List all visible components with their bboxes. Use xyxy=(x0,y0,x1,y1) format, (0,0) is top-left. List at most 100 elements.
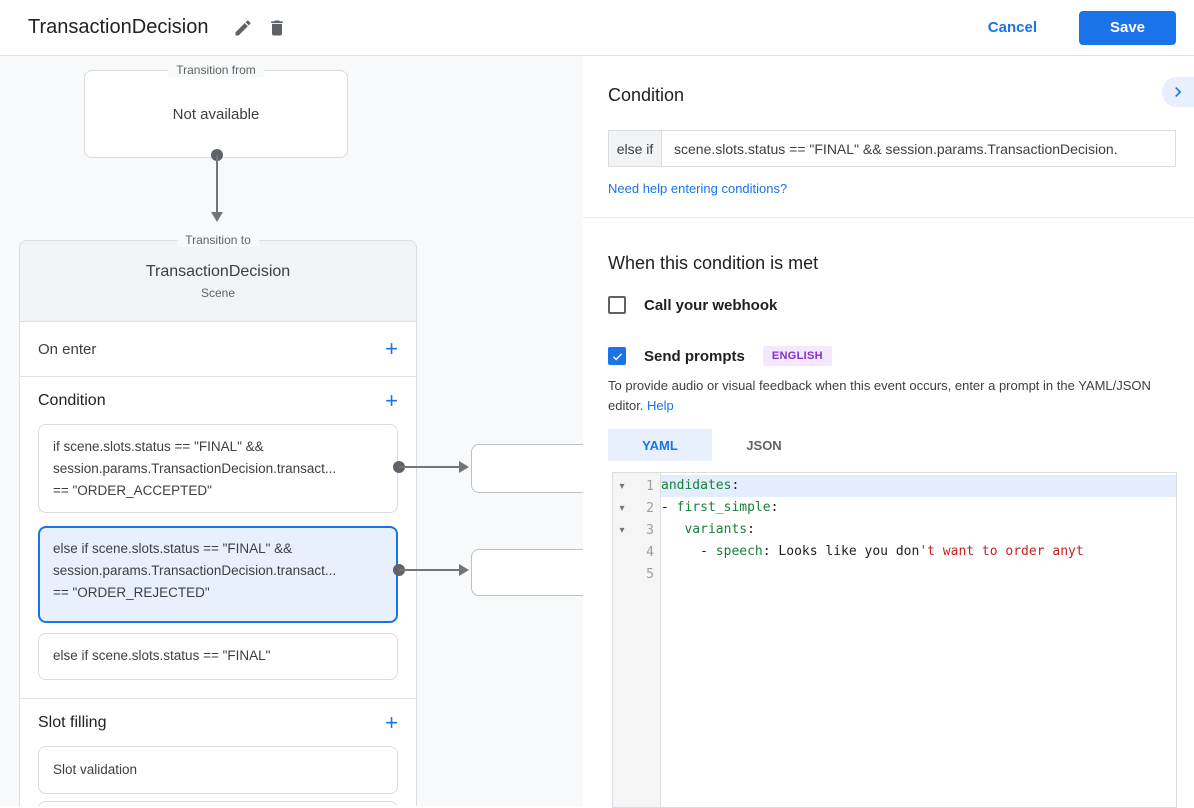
scene-name: TransactionDecision xyxy=(145,262,291,280)
add-condition-button[interactable]: + xyxy=(385,387,398,413)
cancel-button[interactable]: Cancel xyxy=(972,11,1053,44)
code-token: - xyxy=(661,500,677,515)
scene-type-label: Scene xyxy=(200,285,236,300)
condition-input-group: else if scene.slots.status == "FINAL" &&… xyxy=(608,130,1176,167)
collapse-panel-button[interactable] xyxy=(1162,77,1194,107)
code-token: 't want to order anyt xyxy=(919,544,1084,559)
add-on-enter-button[interactable]: + xyxy=(385,336,398,361)
scene-card-header[interactable]: TransactionDecision Scene xyxy=(20,241,416,321)
condition-line: else if scene.slots.status == "FINAL" && xyxy=(53,541,293,556)
code-token: variants xyxy=(684,522,748,537)
transition-from-legend: Transition from xyxy=(168,63,264,77)
slot-filling-section-header: Slot filling + xyxy=(20,698,416,746)
gutter-row[interactable]: ▾2 xyxy=(613,497,660,519)
slot-filling-label: Slot filling xyxy=(38,713,107,731)
line-number: 1 xyxy=(646,478,654,494)
add-slot-button[interactable]: + xyxy=(385,709,398,735)
divider xyxy=(583,217,1194,218)
on-enter-row[interactable]: On enter + xyxy=(20,321,416,376)
condition-expression-input[interactable]: scene.slots.status == "FINAL" && session… xyxy=(674,140,1118,157)
fold-arrow-icon[interactable]: ▾ xyxy=(619,480,625,492)
connector-line xyxy=(399,569,460,571)
condition-card-accepted[interactable]: if scene.slots.status == "FINAL" && sess… xyxy=(38,424,398,513)
edit-title-button[interactable] xyxy=(226,11,260,45)
toolbar: TransactionDecision Cancel Save xyxy=(0,0,1194,56)
when-met-heading: When this condition is met xyxy=(608,253,819,273)
send-prompts-label: Send prompts xyxy=(644,347,745,365)
condition-line: == "ORDER_ACCEPTED" xyxy=(53,483,212,498)
checkmark-icon xyxy=(612,352,622,360)
condition-section-header: Condition + xyxy=(20,376,416,424)
trash-icon xyxy=(271,20,284,35)
gutter-row[interactable]: 5 xyxy=(613,563,660,585)
fold-arrow-icon[interactable]: ▾ xyxy=(619,502,625,514)
code-area[interactable]: andidates:- first_simple: variants: - sp… xyxy=(661,473,1176,807)
condition-type-segment: else if xyxy=(609,131,662,166)
gutter-row[interactable]: 4 xyxy=(613,541,660,563)
condition-line: session.params.TransactionDecision.trans… xyxy=(53,461,337,476)
slot-validation-label: Slot validation xyxy=(53,762,138,777)
partial-card[interactable] xyxy=(38,801,398,806)
call-webhook-label: Call your webhook xyxy=(644,296,778,314)
code-token: : xyxy=(770,500,779,515)
delete-scene-button[interactable] xyxy=(260,11,294,45)
arrow-right-icon xyxy=(459,564,469,576)
prompt-hint-text: To provide audio or visual feedback when… xyxy=(608,378,1151,413)
gutter-row[interactable]: ▾3 xyxy=(613,519,660,541)
webhook-row: Call your webhook xyxy=(608,296,777,314)
line-number: 3 xyxy=(646,522,654,538)
transition-to-legend: Transition to xyxy=(177,233,259,247)
prompt-hint: To provide audio or visual feedback when… xyxy=(608,376,1163,416)
flow-canvas: Transition from Not available Transition… xyxy=(0,56,583,806)
code-token: : xyxy=(747,522,755,537)
slot-validation-card[interactable]: Slot validation xyxy=(38,746,398,794)
condition-card-final[interactable]: else if scene.slots.status == "FINAL" xyxy=(38,633,398,680)
code-line[interactable]: andidates: xyxy=(661,475,1176,497)
transition-target-box[interactable] xyxy=(471,444,583,493)
condition-line: session.params.TransactionDecision.trans… xyxy=(53,563,337,578)
transition-target-box[interactable] xyxy=(471,549,583,596)
fold-arrow-icon[interactable]: ▾ xyxy=(619,524,625,536)
arrow-down-icon xyxy=(211,212,223,222)
condition-help-link[interactable]: Need help entering conditions? xyxy=(608,181,788,196)
connector-line xyxy=(216,155,218,213)
code-line[interactable]: variants: xyxy=(661,519,1176,541)
transition-from-box: Transition from Not available xyxy=(84,63,348,158)
code-line[interactable] xyxy=(661,563,1176,585)
condition-line: == "ORDER_REJECTED" xyxy=(53,585,210,600)
line-number: 5 xyxy=(646,566,654,582)
code-token xyxy=(661,522,684,537)
condition-section-label: Condition xyxy=(38,391,106,409)
send-prompts-row: Send prompts ENGLISH xyxy=(608,346,832,366)
condition-line: else if scene.slots.status == "FINAL" xyxy=(53,648,271,663)
code-token: : xyxy=(762,544,779,559)
on-enter-label: On enter xyxy=(38,340,97,358)
code-line[interactable]: - speech: Looks like you don't want to o… xyxy=(661,541,1176,563)
transition-from-value: Not available xyxy=(172,105,260,123)
code-token: Looks like you don xyxy=(778,544,920,559)
call-webhook-checkbox[interactable] xyxy=(608,296,626,314)
gutter-row[interactable]: ▾1 xyxy=(613,475,660,497)
send-prompts-checkbox[interactable] xyxy=(608,347,626,365)
connector-line xyxy=(399,466,460,468)
panel-title: Condition xyxy=(608,85,685,105)
transition-to-card: Transition to TransactionDecision Scene … xyxy=(19,233,417,806)
line-number: 2 xyxy=(646,500,654,516)
page-title: TransactionDecision xyxy=(28,16,209,38)
tab-json[interactable]: JSON xyxy=(712,429,816,461)
code-token: andidates xyxy=(661,478,732,493)
language-badge: ENGLISH xyxy=(762,346,832,366)
code-token: - xyxy=(661,544,716,559)
condition-line: if scene.slots.status == "FINAL" && xyxy=(53,439,264,454)
condition-card-rejected[interactable]: else if scene.slots.status == "FINAL" &&… xyxy=(38,526,398,623)
tab-yaml[interactable]: YAML xyxy=(608,429,712,461)
editor-tabs: YAML JSON xyxy=(608,429,816,461)
save-button[interactable]: Save xyxy=(1079,10,1176,45)
code-line[interactable]: - first_simple: xyxy=(661,497,1176,519)
help-link[interactable]: Help xyxy=(647,398,674,413)
pencil-icon xyxy=(235,19,251,35)
code-token: speech xyxy=(715,544,763,559)
